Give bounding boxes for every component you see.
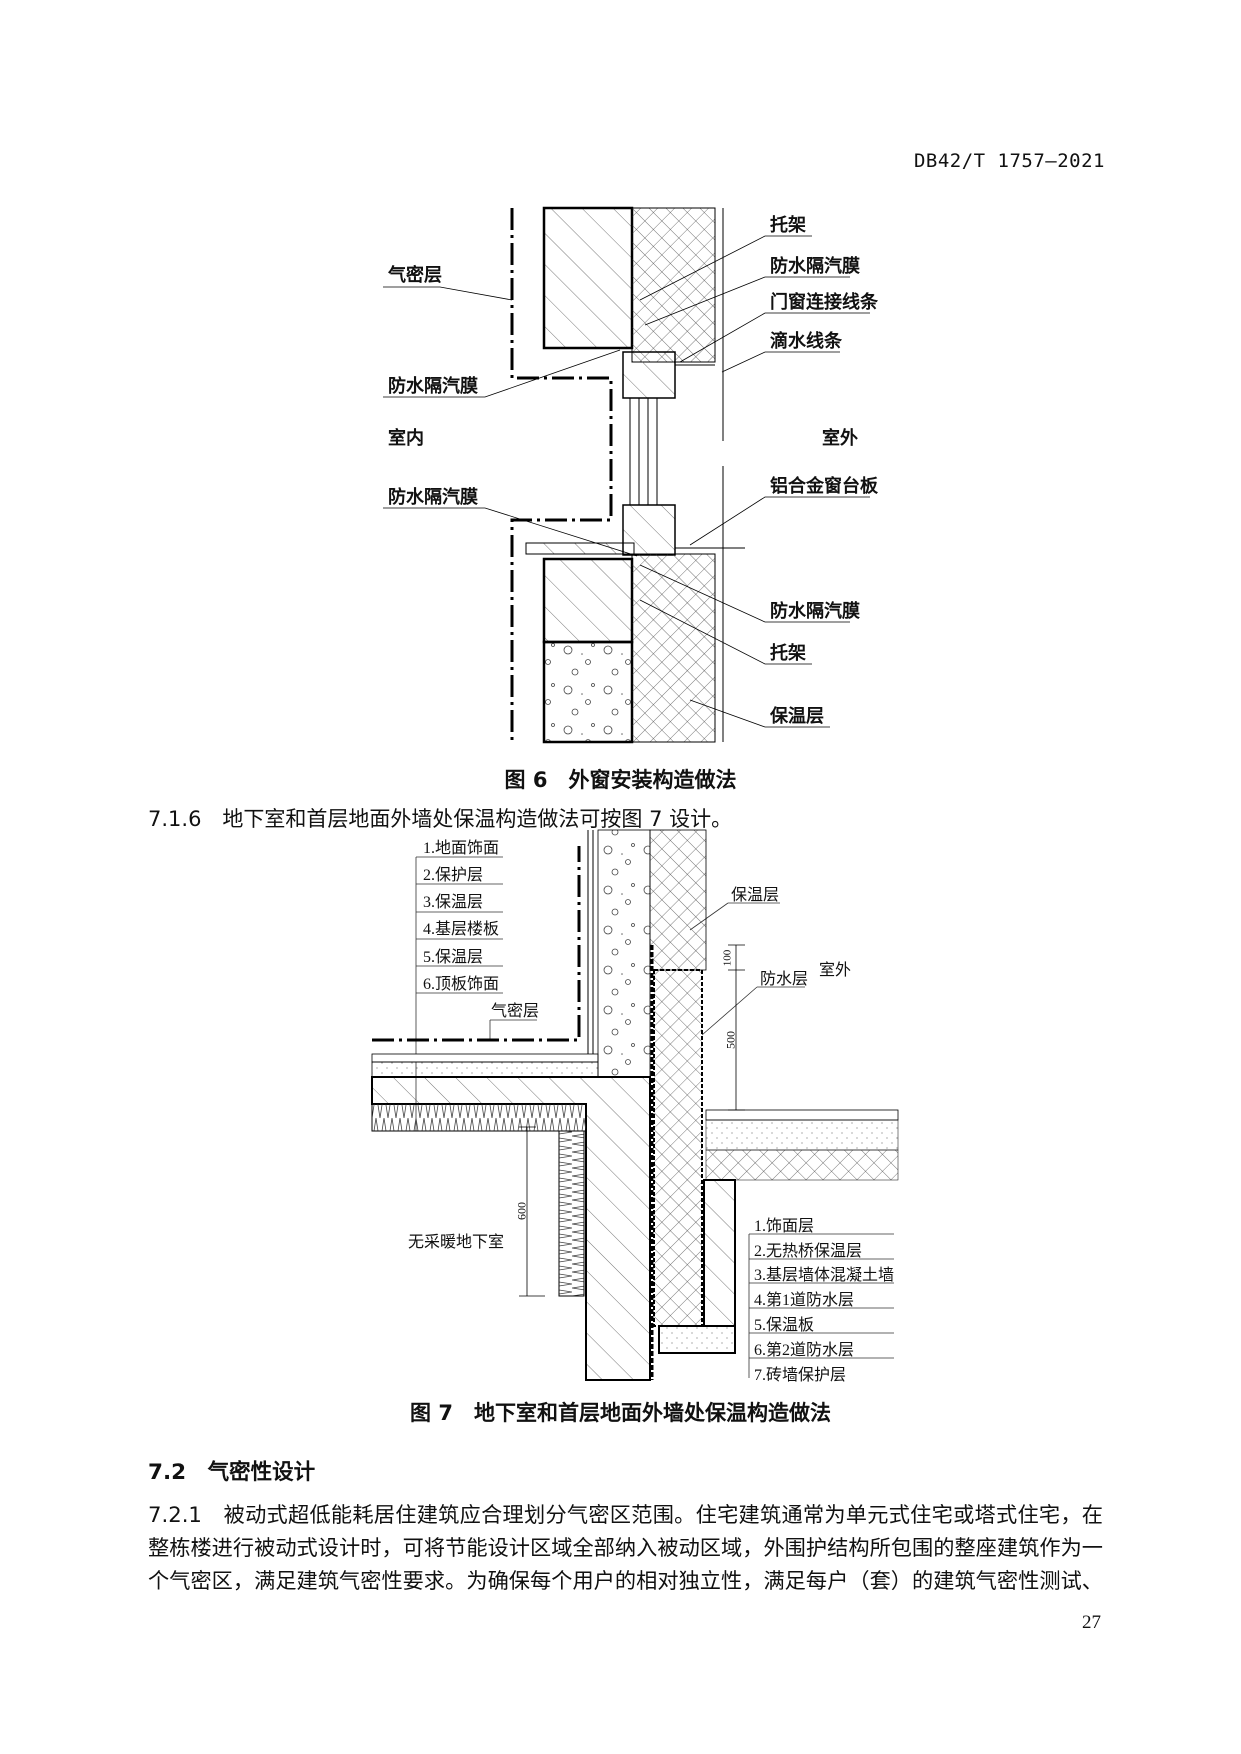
clause-7-1-6: 7.1.6 地下室和首层地面外墙处保温构造做法可按图 7 设计。 xyxy=(148,807,733,831)
fig7-floor-layer: 6.顶板饰面 xyxy=(423,976,500,993)
paragraph-line: 个气密区，满足建筑气密性要求。为确保每个用户的相对独立性，满足每户（套）的建筑气… xyxy=(148,1568,1103,1593)
fig6-label-airtight: 气密层 xyxy=(388,265,442,286)
fig7-dim-500: 500 xyxy=(723,1031,738,1049)
fig7-wall-layer: 6.第2道防水层 xyxy=(754,1342,855,1359)
paragraph-line: 7.2.1 被动式超低能耗居住建筑应合理划分气密区范围。住宅建筑通常为单元式住宅… xyxy=(148,1502,1103,1527)
fig7-dim-600: 600 xyxy=(514,1202,529,1220)
fig7-floor-layer: 2.保护层 xyxy=(423,867,484,884)
fig7-wall-layer: 1.饰面层 xyxy=(754,1218,815,1235)
fig6-label-outdoor: 室外 xyxy=(822,428,858,449)
fig7-label-airtight: 气密层 xyxy=(491,1003,540,1020)
fig7-label-insulation: 保温层 xyxy=(731,887,780,904)
figure7-caption: 图 7 地下室和首层地面外墙处保温构造做法 xyxy=(410,1401,831,1425)
fig6-label-insulation: 保温层 xyxy=(770,706,824,727)
fig7-floor-layer: 3.保温层 xyxy=(423,894,484,911)
fig7-wall-layer: 4.第1道防水层 xyxy=(754,1292,855,1309)
figure6-drawing xyxy=(383,206,870,744)
fig6-label-indoor: 室内 xyxy=(388,428,424,449)
document-number: DB42/T 1757—2021 xyxy=(913,150,1105,172)
section-heading-7-2: 7.2 气密性设计 xyxy=(148,1460,316,1485)
fig6-label-vapor-membrane-left: 防水隔汽膜 xyxy=(388,376,478,397)
fig6-label-vapor-membrane: 防水隔汽膜 xyxy=(770,256,860,277)
fig7-wall-layer: 3.基层墙体混凝土墙 xyxy=(754,1267,895,1284)
clause-7-2-1: 7.2.1 被动式超低能耗居住建筑应合理划分气密区范围。住宅建筑通常为单元式住宅… xyxy=(148,1498,1103,1597)
page-number: 27 xyxy=(1082,1612,1101,1633)
fig7-label-basement: 无采暖地下室 xyxy=(408,1234,505,1251)
fig7-label-waterproof: 防水层 xyxy=(760,971,809,988)
fig6-label-aluminum-sill: 铝合金窗台板 xyxy=(770,476,878,497)
fig7-floor-layer: 4.基层楼板 xyxy=(423,921,500,938)
fig6-label-vapor-membrane-left-lower: 防水隔汽膜 xyxy=(388,487,478,508)
fig7-wall-layer: 2.无热桥保温层 xyxy=(754,1243,863,1260)
fig6-label-window-connector: 门窗连接线条 xyxy=(770,292,878,313)
fig7-floor-layer: 1.地面饰面 xyxy=(423,840,500,857)
fig7-wall-layer: 7.砖墙保护层 xyxy=(754,1367,847,1384)
figure7-drawing xyxy=(371,829,899,1381)
fig7-dim-100: 100 xyxy=(721,949,734,967)
fig7-label-outdoor: 室外 xyxy=(819,962,852,979)
fig6-label-drip-strip: 滴水线条 xyxy=(770,331,842,352)
fig6-label-bracket: 托架 xyxy=(770,215,806,236)
figure6-caption: 图 6 外窗安装构造做法 xyxy=(504,768,737,792)
fig7-wall-layer: 5.保温板 xyxy=(754,1317,815,1334)
fig6-label-vapor-membrane-lower: 防水隔汽膜 xyxy=(770,601,860,622)
paragraph-line: 整栋楼进行被动式设计时，可将节能设计区域全部纳入被动区域，外围护结构所包围的整座… xyxy=(148,1535,1103,1560)
fig6-label-bracket-lower: 托架 xyxy=(770,643,806,664)
fig7-floor-layer: 5.保温层 xyxy=(423,949,484,966)
